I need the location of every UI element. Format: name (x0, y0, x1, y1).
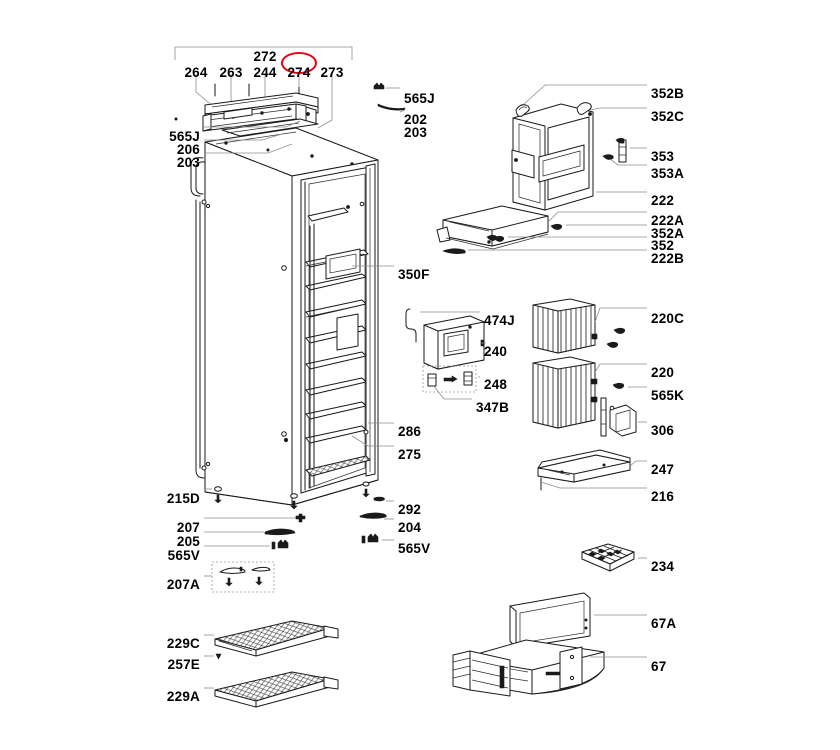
base-cover-222a (436, 205, 647, 254)
callout-label-216[interactable]: 216 (651, 489, 675, 504)
callout-label-292[interactable]: 292 (398, 502, 422, 517)
left-top-leaders (204, 120, 301, 154)
callout-label-206[interactable]: 206 (176, 142, 200, 157)
callout-label-203[interactable]: 203 (404, 125, 428, 140)
top-hardware-icons (373, 82, 406, 113)
callout-label-207a[interactable]: 207A (166, 577, 200, 592)
callout-label-229c[interactable]: 229C (166, 636, 200, 651)
callout-label-240[interactable]: 240 (484, 344, 508, 359)
callout-label-234[interactable]: 234 (651, 559, 675, 574)
callout-label-244[interactable]: 244 (253, 65, 277, 80)
callout-label-306[interactable]: 306 (651, 423, 675, 438)
callout-label-257e[interactable]: 257E (167, 657, 200, 672)
evaporator-220 (532, 356, 647, 437)
callout-label-353[interactable]: 353 (651, 149, 675, 164)
callout-label-565k[interactable]: 565K (651, 388, 685, 403)
callout-label-67a[interactable]: 67A (651, 616, 677, 631)
callout-label-565j[interactable]: 565J (169, 129, 200, 144)
ice-tray-234 (581, 543, 647, 572)
control-door-panel-222 (511, 84, 647, 211)
callout-label-352a[interactable]: 352A (651, 226, 685, 241)
callout-label-263[interactable]: 263 (219, 65, 243, 80)
callout-label-353a[interactable]: 353A (651, 166, 685, 181)
drawer-body-67 (452, 639, 647, 697)
evaporator-220c (532, 298, 647, 354)
callout-label-220c[interactable]: 220C (651, 311, 685, 326)
thermostat-group (405, 308, 486, 400)
callout-label-67[interactable]: 67 (651, 659, 667, 674)
shelf-support-247 (537, 449, 647, 491)
cabinet-interior-shelves (305, 201, 369, 489)
callout-label-273[interactable]: 273 (320, 65, 344, 80)
callout-label-286[interactable]: 286 (398, 424, 422, 439)
cabinet-body (190, 118, 379, 506)
callout-label-275[interactable]: 275 (398, 447, 422, 462)
callout-label-474j[interactable]: 474J (484, 313, 515, 328)
callout-label-207[interactable]: 207 (176, 520, 200, 535)
top-trim-bar-assembly (174, 92, 319, 132)
callout-label-229a[interactable]: 229A (166, 689, 200, 704)
callout-label-352[interactable]: 352 (651, 238, 675, 253)
part-274-highlight (281, 52, 317, 74)
callout-label-352c[interactable]: 352C (651, 109, 685, 124)
callout-label-247[interactable]: 247 (651, 462, 675, 477)
callout-label-565v[interactable]: 565V (398, 541, 431, 556)
callout-label-248[interactable]: 248 (484, 377, 508, 392)
callout-label-220[interactable]: 220 (651, 365, 675, 380)
callout-label-202[interactable]: 202 (404, 112, 428, 127)
callout-label-264[interactable]: 264 (184, 65, 208, 80)
center-leaders (351, 265, 394, 447)
callout-label-222[interactable]: 222 (651, 193, 675, 208)
callout-label-347b[interactable]: 347B (476, 400, 510, 415)
callout-label-565j[interactable]: 565J (404, 91, 435, 106)
callout-label-222a[interactable]: 222A (651, 213, 685, 228)
callout-label-203[interactable]: 203 (176, 155, 200, 170)
callout-label-215d[interactable]: 215D (166, 491, 200, 506)
callout-label-272[interactable]: 272 (253, 49, 277, 64)
callout-label-565v[interactable]: 565V (167, 548, 200, 563)
drawer-front-67a (509, 592, 647, 649)
bottom-hardware-left (204, 481, 370, 593)
callout-label-205[interactable]: 205 (176, 534, 200, 549)
center-hardware-bottom (359, 496, 394, 544)
wire-shelves-group (204, 620, 339, 708)
callout-label-222b[interactable]: 222B (651, 251, 685, 266)
callout-label-350f[interactable]: 350F (398, 267, 430, 282)
callout-label-352b[interactable]: 352B (651, 86, 685, 101)
callout-label-274[interactable]: 274 (287, 65, 311, 80)
top-callout-leaders (174, 46, 353, 129)
callout-label-204[interactable]: 204 (398, 520, 422, 535)
